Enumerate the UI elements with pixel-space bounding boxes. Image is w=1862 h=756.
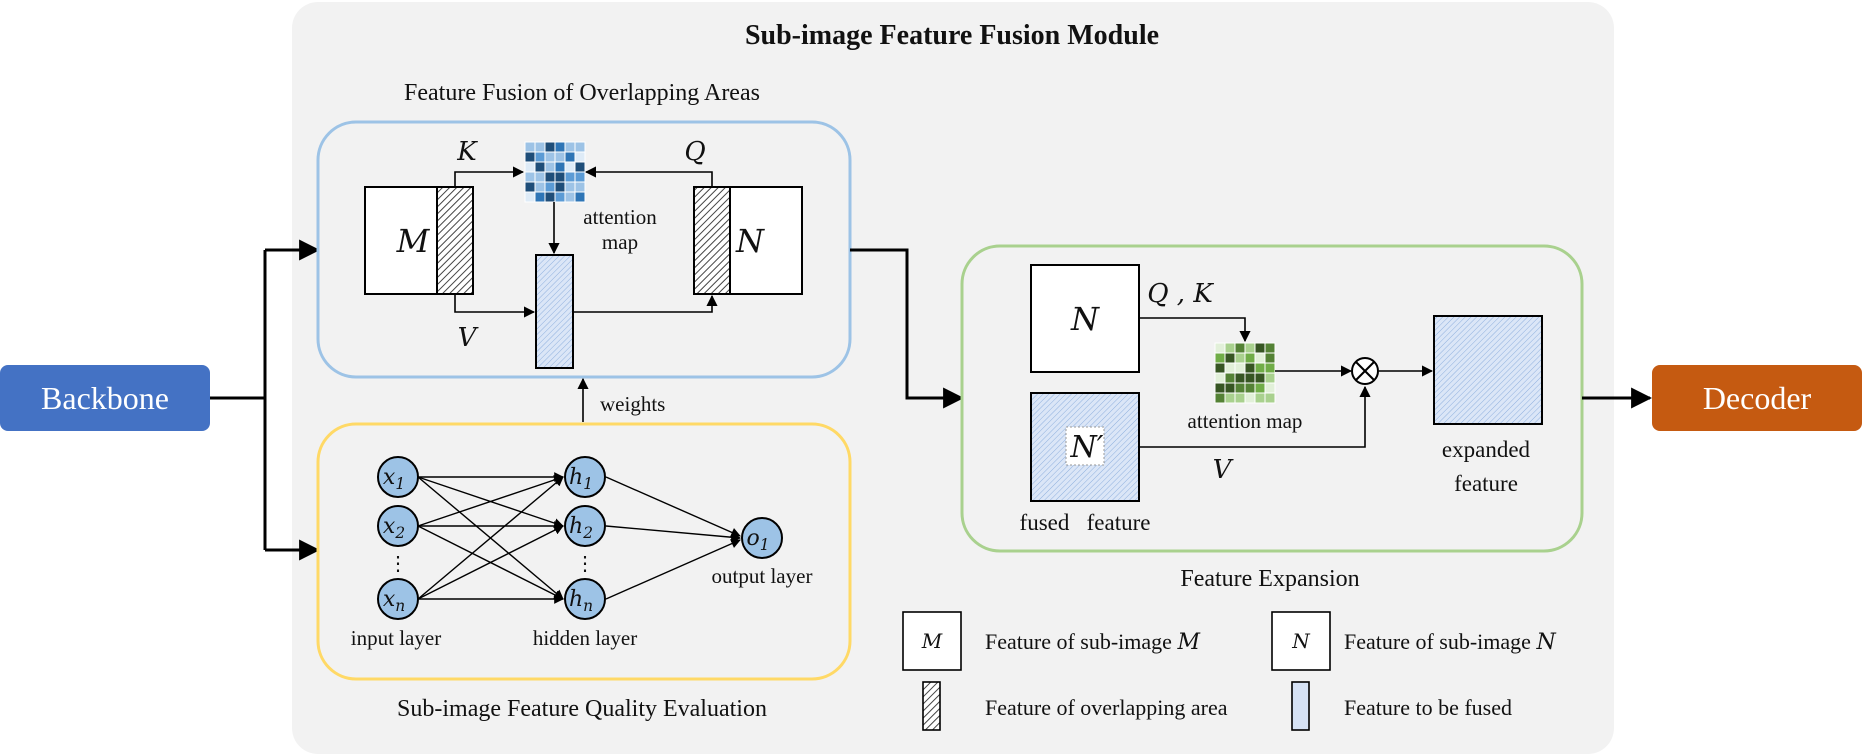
decoder-block: Decoder: [1652, 365, 1862, 431]
input-neuron-n: xn: [377, 578, 419, 620]
overlap-strip-n: [693, 186, 731, 295]
hidden-ellipsis: ⋮: [575, 553, 595, 575]
hidden-neuron-1: h1: [564, 456, 606, 498]
network-connections: [417, 472, 741, 604]
decoder-label: Decoder: [1703, 380, 1812, 416]
svg-text:hn: hn: [569, 587, 593, 615]
attention-map-green: [1214, 342, 1276, 404]
fusion-to-expansion-arrow: [850, 248, 965, 409]
overlap-strip-m: [436, 186, 474, 295]
q-label: Q: [684, 137, 705, 167]
legend: M Feature of sub-image M N Feature of su…: [902, 611, 1556, 731]
legend-overlap-swatch: [922, 681, 941, 731]
attention-label-1: attention: [583, 205, 657, 229]
multiply-operator: [1351, 357, 1379, 385]
feature-m-symbol: M: [396, 222, 431, 260]
module-title: Sub-image Feature Fusion Module: [745, 20, 1159, 51]
input-neuron-1: x1: [377, 456, 419, 498]
legend-m-text: Feature of sub-image M: [985, 629, 1200, 655]
feature-n-symbol: N: [735, 222, 765, 260]
v-label: V: [458, 323, 479, 353]
attention-map-label: attention map: [1188, 409, 1303, 433]
legend-n-text: Feature of sub-image N: [1344, 629, 1556, 655]
expansion-n-symbol: N: [1070, 300, 1100, 338]
expanded-label-1: expanded: [1442, 437, 1531, 462]
legend-n-symbol: N: [1291, 629, 1311, 653]
svg-text:h1: h1: [569, 465, 593, 493]
input-layer-label: input layer: [351, 626, 441, 650]
n-prime-symbol: N′: [1069, 430, 1103, 465]
expansion-v-label: V: [1213, 455, 1234, 485]
fusion-arrows: [454, 166, 718, 318]
legend-overlap-text: Feature of overlapping area: [985, 695, 1228, 720]
svg-text:o1: o1: [746, 526, 769, 554]
attention-map-blue: [524, 141, 586, 203]
quality-title: Sub-image Feature Quality Evaluation: [397, 696, 767, 722]
svg-text:xn: xn: [383, 587, 405, 615]
svg-text:x2: x2: [383, 514, 405, 542]
expanded-feature-box: [1433, 315, 1543, 425]
attention-label-2: map: [602, 230, 638, 254]
backbone-block: Backbone: [0, 365, 210, 431]
backbone-label: Backbone: [41, 380, 169, 416]
hidden-layer-label: hidden layer: [533, 626, 637, 650]
output-layer-label: output layer: [712, 564, 813, 588]
expanded-label-2: feature: [1454, 471, 1518, 496]
k-label: K: [456, 137, 478, 167]
hidden-neuron-2: h2: [564, 505, 606, 547]
expansion-arrows: [1139, 317, 1434, 448]
backbone-branch-arrows: [210, 239, 321, 561]
n-prime-label-bg: [1065, 426, 1105, 466]
expansion-title: Feature Expansion: [1180, 566, 1359, 592]
svg-text:x1: x1: [383, 465, 405, 493]
fused-strip: [535, 254, 574, 369]
svg-text:h2: h2: [569, 514, 593, 542]
hidden-neuron-n: hn: [564, 578, 606, 620]
weights-label: weights: [600, 392, 665, 416]
legend-m-swatch: [902, 611, 962, 671]
fusion-title: Feature Fusion of Overlapping Areas: [404, 80, 760, 106]
legend-m-symbol: M: [921, 629, 943, 653]
output-neuron: o1: [741, 517, 783, 559]
input-neuron-2: x2: [377, 505, 419, 547]
input-ellipsis: ⋮: [388, 553, 408, 575]
legend-fused-swatch: [1291, 681, 1310, 731]
fused-feature-label: fused feature: [1020, 510, 1151, 535]
legend-fused-text: Feature to be fused: [1344, 695, 1512, 720]
legend-n-swatch: [1271, 611, 1331, 671]
qk-label: Q , K: [1147, 279, 1214, 309]
